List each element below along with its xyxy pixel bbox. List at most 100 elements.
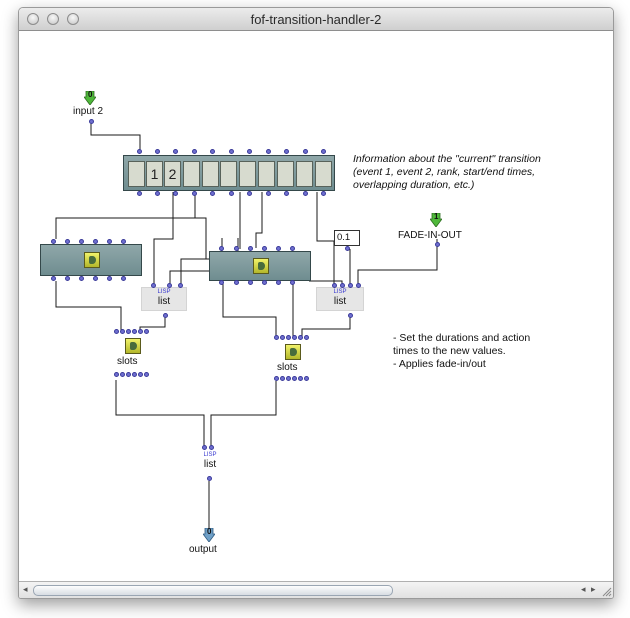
inlet[interactable]: [151, 283, 156, 288]
outlet[interactable]: [435, 242, 440, 247]
inlet[interactable]: [280, 335, 285, 340]
inlet[interactable]: [290, 246, 295, 251]
outlet[interactable]: [210, 191, 215, 196]
outlet[interactable]: [274, 376, 279, 381]
inlet[interactable]: [229, 149, 234, 154]
outlet[interactable]: [126, 372, 131, 377]
inlet[interactable]: [219, 246, 224, 251]
inlet[interactable]: [137, 149, 142, 154]
lisp-list-box[interactable]: LISP list: [195, 451, 225, 470]
inlet[interactable]: [65, 239, 70, 244]
inlet[interactable]: [178, 283, 183, 288]
inlet[interactable]: [79, 239, 84, 244]
outlet[interactable]: [192, 191, 197, 196]
outlet[interactable]: [298, 376, 303, 381]
scrollbar-thumb[interactable]: [33, 585, 393, 596]
outlet[interactable]: [79, 276, 84, 281]
inlet[interactable]: [209, 445, 214, 450]
scroll-left-icon[interactable]: ◂: [581, 584, 586, 594]
fade-input-arrow-icon[interactable]: [430, 213, 442, 227]
horizontal-scrollbar[interactable]: ◂ ◂ ▸: [19, 581, 613, 598]
outlet[interactable]: [121, 276, 126, 281]
outlet[interactable]: [234, 280, 239, 285]
inlet[interactable]: [132, 329, 137, 334]
inlet[interactable]: [321, 149, 326, 154]
outlet[interactable]: [280, 376, 285, 381]
outlet[interactable]: [219, 280, 224, 285]
outlet[interactable]: [207, 476, 212, 481]
patch-canvas[interactable]: 0 input 2 1 2: [19, 31, 613, 581]
inlet[interactable]: [120, 329, 125, 334]
inlet[interactable]: [266, 149, 271, 154]
outlet[interactable]: [248, 280, 253, 285]
outlet[interactable]: [266, 191, 271, 196]
outlet[interactable]: [65, 276, 70, 281]
zoom-icon[interactable]: [67, 13, 79, 25]
inlet[interactable]: [114, 329, 119, 334]
outlet[interactable]: [107, 276, 112, 281]
inlet[interactable]: [173, 149, 178, 154]
inlet[interactable]: [107, 239, 112, 244]
outlet[interactable]: [137, 191, 142, 196]
outlet[interactable]: [132, 372, 137, 377]
slots-icon[interactable]: [125, 338, 141, 354]
outlet[interactable]: [247, 191, 252, 196]
inlet[interactable]: [292, 335, 297, 340]
inlet[interactable]: [121, 239, 126, 244]
minimize-icon[interactable]: [47, 13, 59, 25]
inlet[interactable]: [276, 246, 281, 251]
inlet[interactable]: [262, 246, 267, 251]
inlet[interactable]: [340, 283, 345, 288]
inlet[interactable]: [274, 335, 279, 340]
outlet[interactable]: [290, 280, 295, 285]
titlebar[interactable]: fof-transition-handler-2: [19, 8, 613, 31]
outlet[interactable]: [93, 276, 98, 281]
inlet[interactable]: [202, 445, 207, 450]
close-icon[interactable]: [27, 13, 39, 25]
outlet[interactable]: [163, 313, 168, 318]
inlet[interactable]: [234, 246, 239, 251]
outlet[interactable]: [262, 280, 267, 285]
inlet[interactable]: [304, 335, 309, 340]
outlet[interactable]: [321, 191, 326, 196]
inlet[interactable]: [356, 283, 361, 288]
outlet[interactable]: [229, 191, 234, 196]
output-arrow-icon[interactable]: [203, 528, 215, 542]
outlet[interactable]: [51, 276, 56, 281]
input-arrow-icon[interactable]: [84, 91, 96, 105]
outlet[interactable]: [303, 191, 308, 196]
transition-info-box[interactable]: 1 2: [123, 155, 335, 191]
lisp-list-box[interactable]: LISP list: [316, 287, 364, 311]
inlet[interactable]: [144, 329, 149, 334]
outlet[interactable]: [284, 191, 289, 196]
outlet[interactable]: [276, 280, 281, 285]
inlet[interactable]: [93, 239, 98, 244]
outlet[interactable]: [120, 372, 125, 377]
outlet[interactable]: [345, 246, 350, 251]
resize-grip-icon[interactable]: [600, 585, 612, 597]
outlet[interactable]: [173, 191, 178, 196]
outlet[interactable]: [292, 376, 297, 381]
outlet[interactable]: [138, 372, 143, 377]
inlet[interactable]: [284, 149, 289, 154]
inlet[interactable]: [167, 283, 172, 288]
outlet[interactable]: [144, 372, 149, 377]
number-box[interactable]: 0.1: [334, 230, 360, 246]
inlet[interactable]: [192, 149, 197, 154]
outlet[interactable]: [304, 376, 309, 381]
scroll-left-icon[interactable]: ◂: [23, 584, 28, 594]
slots-icon[interactable]: [285, 344, 301, 360]
outlet[interactable]: [348, 313, 353, 318]
inlet[interactable]: [51, 239, 56, 244]
inlet[interactable]: [155, 149, 160, 154]
outlet[interactable]: [286, 376, 291, 381]
scroll-right-icon[interactable]: ▸: [591, 584, 596, 594]
inlet[interactable]: [248, 246, 253, 251]
omloop-box-center[interactable]: [209, 251, 311, 281]
inlet[interactable]: [298, 335, 303, 340]
inlet[interactable]: [303, 149, 308, 154]
inlet[interactable]: [210, 149, 215, 154]
outlet[interactable]: [155, 191, 160, 196]
omloop-box-left[interactable]: [40, 244, 142, 276]
outlet[interactable]: [89, 119, 94, 124]
